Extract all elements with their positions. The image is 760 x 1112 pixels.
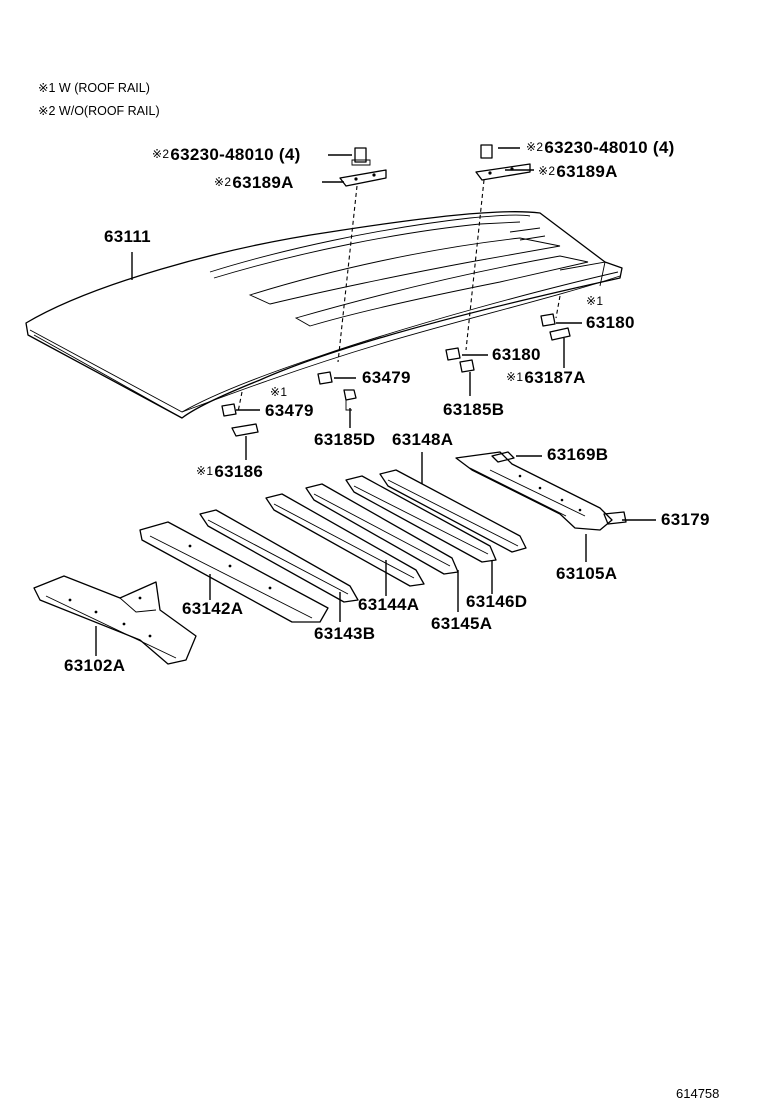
label-clip-right-top-mark: ※1 — [586, 294, 604, 308]
label-nut-left-text: 63185D — [314, 430, 376, 449]
label-bolt-right-mark: ※2 — [526, 140, 544, 154]
label-bolt-left: ※263230-48010 (4) — [152, 145, 301, 165]
label-bow-146d-text: 63146D — [466, 592, 528, 611]
label-nut-left: 63185D — [314, 430, 375, 450]
label-clip-left-upper-text: 63479 — [362, 368, 411, 387]
legend-mark-2: ※2 — [38, 104, 56, 118]
label-bracket-left-mark: ※2 — [214, 175, 232, 189]
label-rear-header-text: 63169B — [547, 445, 609, 464]
label-plate-left-text: 63186 — [214, 462, 264, 481]
label-rear-bracket-text: 63179 — [661, 510, 710, 529]
label-clip-right-top-number: 63180 — [586, 313, 635, 333]
label-bracket-right-text: 63189A — [556, 162, 618, 181]
label-roof-panel: 63111 — [104, 227, 151, 247]
front-header-drawing — [33, 575, 197, 665]
label-bow-145a: 63145A — [431, 614, 492, 634]
legend-row-2: ※2 W/O(ROOF RAIL) — [38, 103, 160, 118]
label-clip-left-lower-mark: ※1 — [270, 385, 288, 399]
label-bracket-left: ※263189A — [214, 173, 294, 193]
roof-bows-drawing — [139, 469, 527, 623]
legend-text-2: W/O(ROOF RAIL) — [58, 104, 160, 118]
label-plate-left-mark: ※1 — [196, 464, 214, 478]
label-bracket-right: ※263189A — [538, 162, 618, 182]
label-bow-146d: 63146D — [466, 592, 527, 612]
label-clip-left-lower-text: 63479 — [265, 401, 314, 420]
label-rear-panel-text: 63105A — [556, 564, 618, 583]
label-bow-142a: 63142A — [182, 599, 243, 619]
figure-number: 614758 — [676, 1086, 720, 1101]
label-rear-header: 63169B — [547, 445, 608, 465]
label-clip-right-mid-text: 63180 — [492, 345, 541, 364]
label-bolt-right-text: 63230-48010 (4) — [544, 138, 675, 157]
label-bow-143b-text: 63143B — [314, 624, 376, 643]
label-bow-144a: 63144A — [358, 595, 419, 615]
label-bolt-right: ※263230-48010 (4) — [526, 138, 675, 158]
label-bow-145a-text: 63145A — [431, 614, 493, 633]
bolts-and-brackets-drawing — [339, 144, 531, 187]
label-plate-left: ※163186 — [196, 462, 263, 482]
label-clip-right-top-text: 63180 — [586, 313, 635, 332]
label-bow-148a-text: 63148A — [392, 430, 454, 449]
label-plate-right-text: 63187A — [524, 368, 586, 387]
assembly-lines-drawing — [237, 179, 561, 413]
label-roof-panel-text: 63111 — [104, 227, 151, 246]
label-bow-144a-text: 63144A — [358, 595, 420, 614]
legend-text-1: W (ROOF RAIL) — [58, 81, 150, 95]
label-bolt-left-text: 63230-48010 (4) — [170, 145, 301, 164]
label-clip-left-lower-mark-row: ※1 — [270, 385, 287, 399]
label-clip-left-upper: 63479 — [362, 368, 411, 388]
label-front-header: 63102A — [64, 656, 125, 676]
label-bow-142a-text: 63142A — [182, 599, 244, 618]
label-clip-right-top: ※1 — [586, 294, 603, 308]
label-rear-bracket: 63179 — [661, 510, 710, 530]
label-rear-panel: 63105A — [556, 564, 617, 584]
label-nut-right: 63185B — [443, 400, 504, 420]
label-plate-right-mark: ※1 — [506, 370, 524, 384]
label-nut-right-text: 63185B — [443, 400, 505, 419]
label-bow-143b: 63143B — [314, 624, 375, 644]
leader-lines-drawing — [95, 147, 656, 656]
legend-row-1: ※1 W (ROOF RAIL) — [38, 80, 150, 95]
clips-and-nuts-drawing — [221, 313, 571, 437]
label-plate-right: ※163187A — [506, 368, 586, 388]
label-bolt-left-mark: ※2 — [152, 147, 170, 161]
roof-panel-drawing — [25, 211, 623, 419]
legend-mark-1: ※1 — [38, 81, 56, 95]
label-clip-left-lower: 63479 — [265, 401, 314, 421]
label-bow-148a: 63148A — [392, 430, 453, 450]
label-bracket-right-mark: ※2 — [538, 164, 556, 178]
rear-header-drawing — [455, 451, 627, 531]
label-clip-right-mid: 63180 — [492, 345, 541, 365]
label-bracket-left-text: 63189A — [232, 173, 294, 192]
label-front-header-text: 63102A — [64, 656, 126, 675]
